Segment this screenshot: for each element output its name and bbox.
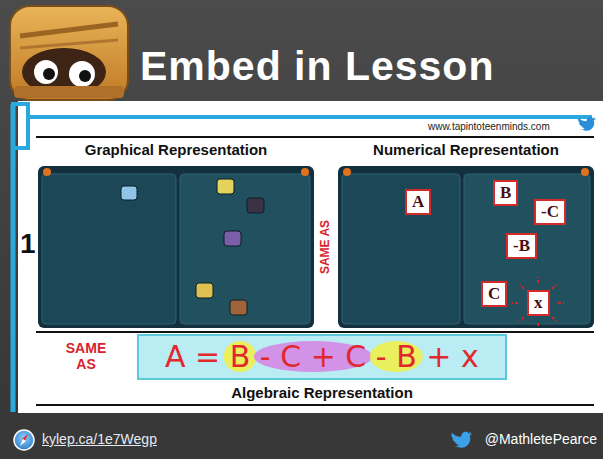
app-icon (20, 40, 118, 48)
app-screen (343, 168, 351, 176)
website-url: www.tapintoteenminds.com (428, 121, 550, 133)
letter-tile: C (481, 281, 507, 307)
app-icon (34, 60, 58, 84)
tile-letter: C (488, 284, 500, 304)
safari-icon (20, 439, 26, 446)
app-icon (69, 61, 95, 87)
column-heading: Graphical Representation (85, 141, 268, 158)
app-screen (301, 168, 309, 176)
tile-letter: x (534, 293, 543, 313)
tile-letter: A (412, 192, 424, 212)
app-icon (43, 68, 55, 80)
app-screen (180, 174, 310, 324)
blue-frame (28, 115, 592, 119)
slide-title: Embed in Lesson (140, 46, 494, 87)
game-tile (121, 186, 137, 200)
letter-tile: A (405, 189, 431, 215)
highlight-burst (537, 277, 539, 283)
blue-frame (13, 104, 28, 148)
lesson-panel (18, 101, 603, 413)
rule-line (36, 331, 594, 333)
twitter-bird (578, 117, 596, 131)
game-tile (196, 283, 213, 298)
letter-tile: B (493, 180, 518, 206)
row-number: 1 (20, 228, 36, 260)
app-icon (79, 70, 91, 82)
highlight-burst (558, 302, 564, 304)
app-screen (464, 174, 590, 324)
game-tile (230, 300, 247, 315)
rule-line (36, 404, 594, 406)
app-screen (42, 174, 176, 324)
column-heading: Numerical Representation (373, 141, 559, 158)
same-as-note: SAME AS (319, 220, 333, 274)
row-heading: Algebraic Representation (231, 384, 413, 401)
highlight-burst (520, 317, 524, 321)
bottom-bar (0, 413, 603, 459)
app-icon (10, 6, 128, 100)
same-as-note: SAME AS (60, 340, 112, 372)
rule-line (36, 136, 594, 138)
highlight-burst (512, 277, 564, 328)
game-tile (247, 198, 264, 213)
twitter-handle: @MathletePearce (485, 431, 597, 447)
twitter-bird (578, 117, 596, 131)
twitter-bird (451, 432, 472, 448)
letter-tile: x (527, 290, 550, 316)
twitter-bird (451, 432, 472, 448)
blue-frame (11, 104, 16, 412)
highlight-burst (520, 285, 524, 289)
equation-box: A = B - C + C - B + x (137, 334, 507, 380)
equation-text: A = B - C + C - B + x (165, 339, 479, 375)
safari-icon (14, 430, 34, 450)
app-screen (581, 168, 589, 176)
letter-tile: -C (534, 199, 566, 225)
safari-icon (14, 430, 34, 450)
app-screen (43, 168, 51, 176)
app-icon (20, 24, 118, 36)
highlight-burst (537, 323, 539, 328)
game-tile (217, 179, 234, 194)
game-tile (121, 179, 264, 315)
app-screen (338, 166, 594, 328)
app-icon (14, 86, 124, 98)
tile-letter: -C (541, 202, 559, 222)
highlight-burst (552, 317, 556, 321)
bottom-bar (0, 413, 603, 459)
lesson-panel (18, 101, 603, 413)
highlight-burst (552, 285, 556, 289)
app-screen (38, 166, 594, 328)
app-icon (10, 6, 128, 100)
game-tile (224, 231, 241, 246)
rule-line (36, 137, 594, 405)
blue-frame (13, 104, 592, 412)
app-screen (342, 174, 460, 324)
letter-tile: -B (506, 233, 537, 259)
highlight-burst (512, 302, 518, 304)
app-screen (38, 166, 314, 328)
link-text: kylep.ca/1e7Wegp (42, 431, 157, 447)
tile-letter: -B (513, 236, 530, 256)
tile-letter: B (500, 183, 511, 203)
